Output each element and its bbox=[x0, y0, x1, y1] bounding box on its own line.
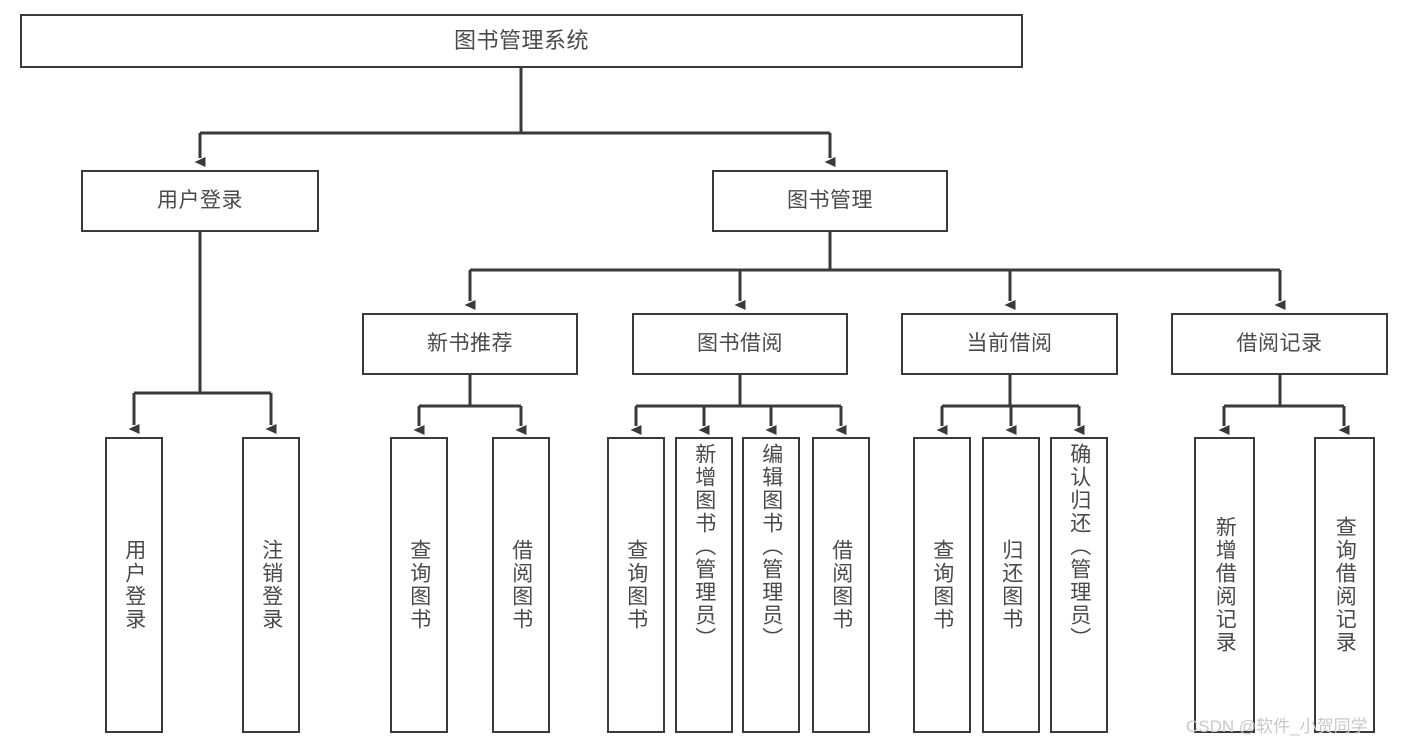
node-leaf-user-login[interactable]: 用户登录 bbox=[105, 437, 163, 733]
node-leaf-return-book[interactable]: 归还图书 bbox=[982, 437, 1040, 733]
node-leaf-edit-book[interactable]: 编辑图书（管理员） bbox=[742, 437, 800, 733]
node-label: 注销登录 bbox=[259, 539, 283, 631]
node-book-borrow[interactable]: 图书借阅 bbox=[632, 313, 848, 375]
node-book-management[interactable]: 图书管理 bbox=[712, 170, 948, 232]
node-label: 新书推荐 bbox=[427, 332, 513, 356]
node-leaf-add-borrow-record[interactable]: 新增借阅记录 bbox=[1194, 437, 1255, 733]
node-label: 借阅图书 bbox=[509, 539, 533, 631]
node-current-borrow[interactable]: 当前借阅 bbox=[901, 313, 1118, 375]
node-label: 图书借阅 bbox=[697, 332, 783, 356]
node-label: 借阅图书 bbox=[829, 539, 853, 631]
node-label: 新增图书（管理员） bbox=[692, 443, 716, 650]
node-label: 确认归还（管理员） bbox=[1067, 443, 1091, 650]
node-label: 查询图书 bbox=[407, 539, 431, 631]
node-label: 编辑图书（管理员） bbox=[759, 443, 783, 650]
node-new-book-recommend[interactable]: 新书推荐 bbox=[362, 313, 578, 375]
node-label: 图书管理 bbox=[787, 189, 873, 213]
node-label: 新增借阅记录 bbox=[1213, 516, 1237, 654]
node-leaf-query-book-current[interactable]: 查询图书 bbox=[913, 437, 971, 733]
node-root-book-management-system[interactable]: 图书管理系统 bbox=[20, 14, 1023, 68]
node-label: 图书管理系统 bbox=[453, 27, 589, 53]
node-leaf-add-book[interactable]: 新增图书（管理员） bbox=[675, 437, 733, 733]
node-leaf-confirm-return[interactable]: 确认归还（管理员） bbox=[1050, 437, 1108, 733]
node-user-login[interactable]: 用户登录 bbox=[81, 170, 319, 232]
node-label: 借阅记录 bbox=[1236, 332, 1323, 356]
node-label: 归还图书 bbox=[999, 539, 1023, 631]
node-label: 查询图书 bbox=[624, 539, 648, 631]
node-leaf-borrow-book-recommend[interactable]: 借阅图书 bbox=[492, 437, 550, 733]
node-leaf-query-book-recommend[interactable]: 查询图书 bbox=[390, 437, 448, 733]
csdn-watermark: CSDN @软件_小贺同学 bbox=[1186, 717, 1368, 736]
node-leaf-query-book-borrow[interactable]: 查询图书 bbox=[607, 437, 665, 733]
node-label: 查询借阅记录 bbox=[1333, 516, 1357, 654]
node-label: 用户登录 bbox=[122, 539, 146, 631]
node-label: 查询图书 bbox=[930, 539, 954, 631]
node-label: 用户登录 bbox=[157, 189, 243, 213]
node-leaf-borrow-book-borrow[interactable]: 借阅图书 bbox=[812, 437, 870, 733]
node-leaf-logout-login[interactable]: 注销登录 bbox=[242, 437, 300, 733]
node-borrow-record[interactable]: 借阅记录 bbox=[1171, 313, 1388, 375]
node-leaf-query-borrow-record[interactable]: 查询借阅记录 bbox=[1314, 437, 1375, 733]
node-label: 当前借阅 bbox=[966, 332, 1053, 356]
